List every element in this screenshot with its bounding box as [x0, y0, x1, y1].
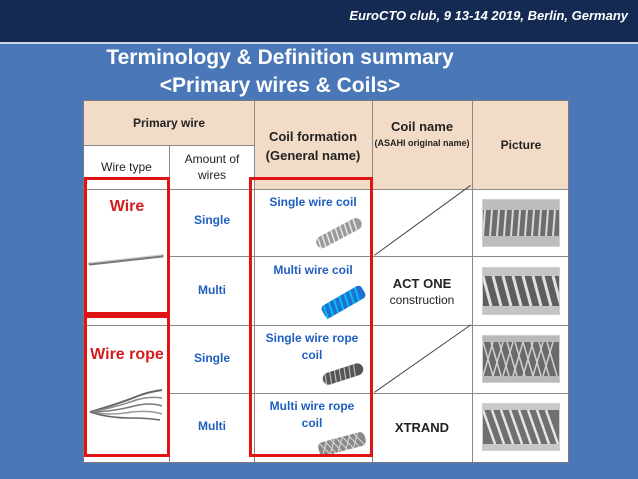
picture-row-2 — [482, 267, 560, 315]
coil-row-4: Multi wire rope coil — [269, 399, 355, 430]
header-coil-name: Coil name (ASAHI original name) — [374, 119, 470, 149]
grid-line — [169, 256, 568, 257]
grid-line — [84, 189, 568, 190]
picture-row-4 — [482, 403, 560, 451]
wire-type-wire-rope: Wire rope — [90, 346, 164, 363]
amount-row-2: Multi — [198, 283, 226, 297]
highlight-box-wire-rope — [84, 315, 170, 457]
grid-line — [84, 325, 568, 326]
amount-row-4: Multi — [198, 419, 226, 433]
coil-name-row-2: ACT ONE construction — [374, 269, 470, 313]
amount-row-3: Single — [193, 351, 230, 365]
single-wire-rope-coil-illustration — [322, 363, 364, 386]
grid-line — [169, 393, 568, 394]
terminology-table: Primary wire Wire type Amount of wires C… — [83, 100, 569, 463]
header-coil-name-main: Coil name — [390, 119, 454, 134]
empty-cell-slash — [374, 185, 471, 256]
wire-illustration — [88, 254, 164, 266]
coil-row-3: Single wire rope coil — [265, 331, 359, 362]
coil-row-1: Single wire coil — [269, 195, 357, 209]
multi-wire-rope-coil-illustration — [318, 432, 366, 457]
grid-line — [472, 101, 473, 462]
title-line-2: <Primary wires & Coils> — [159, 74, 401, 97]
slide-title: Terminology & Definition summary <Primar… — [0, 44, 560, 100]
grid-line — [84, 145, 254, 146]
header-coil-name-sub: (ASAHI original name) — [374, 138, 470, 148]
grid-line — [254, 101, 255, 462]
top-bar: EuroCTO club, 9 13-14 2019, Berlin, Germ… — [0, 0, 638, 44]
highlight-box-coil-formation — [249, 177, 373, 457]
title-line-1: Terminology & Definition summary — [106, 46, 454, 69]
header-amount: Amount of wires — [184, 152, 240, 182]
wire-type-wire: Wire — [109, 198, 145, 215]
empty-cell-slash — [374, 324, 472, 393]
coil-row-2: Multi wire coil — [273, 263, 353, 277]
picture-row-1 — [482, 199, 560, 247]
header-picture: Picture — [500, 138, 542, 152]
coil-name-act-one-sub: construction — [389, 292, 455, 307]
header-primary-wire: Primary wire — [132, 116, 206, 130]
highlight-box-wire — [84, 177, 170, 315]
multi-wire-coil-illustration — [321, 285, 366, 320]
header-coil-formation: Coil formation (General name) — [265, 129, 361, 163]
picture-row-3 — [482, 335, 560, 383]
single-wire-coil-illustration — [316, 218, 362, 250]
wire-rope-illustration — [89, 389, 163, 421]
amount-row-1: Single — [193, 213, 230, 227]
header-wire-type: Wire type — [101, 160, 152, 174]
event-label: EuroCTO club, 9 13-14 2019, Berlin, Germ… — [349, 8, 628, 23]
coil-name-row-4: XTRAND — [394, 419, 450, 435]
coil-name-act-one: ACT ONE — [392, 275, 452, 291]
